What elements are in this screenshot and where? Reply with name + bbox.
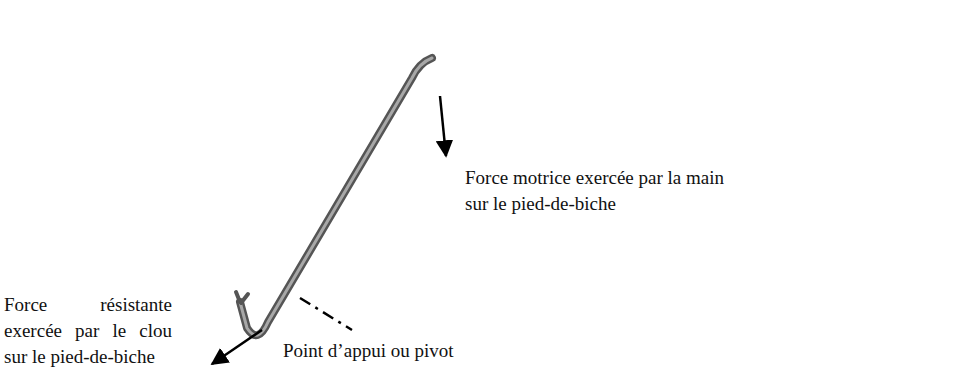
pivot-label: Point d’appui ou pivot [283,338,523,364]
crowbar-body [240,58,432,335]
force-arrow [440,96,446,156]
force-arrow [212,330,262,364]
force-label: Force résistante exercée par le clou sur… [4,292,172,370]
crowbar-highlight [240,58,432,335]
pivot-leader [300,298,352,330]
crowbar-claw [236,292,248,303]
force-label: Force motrice exercée par la main sur le… [465,165,727,217]
